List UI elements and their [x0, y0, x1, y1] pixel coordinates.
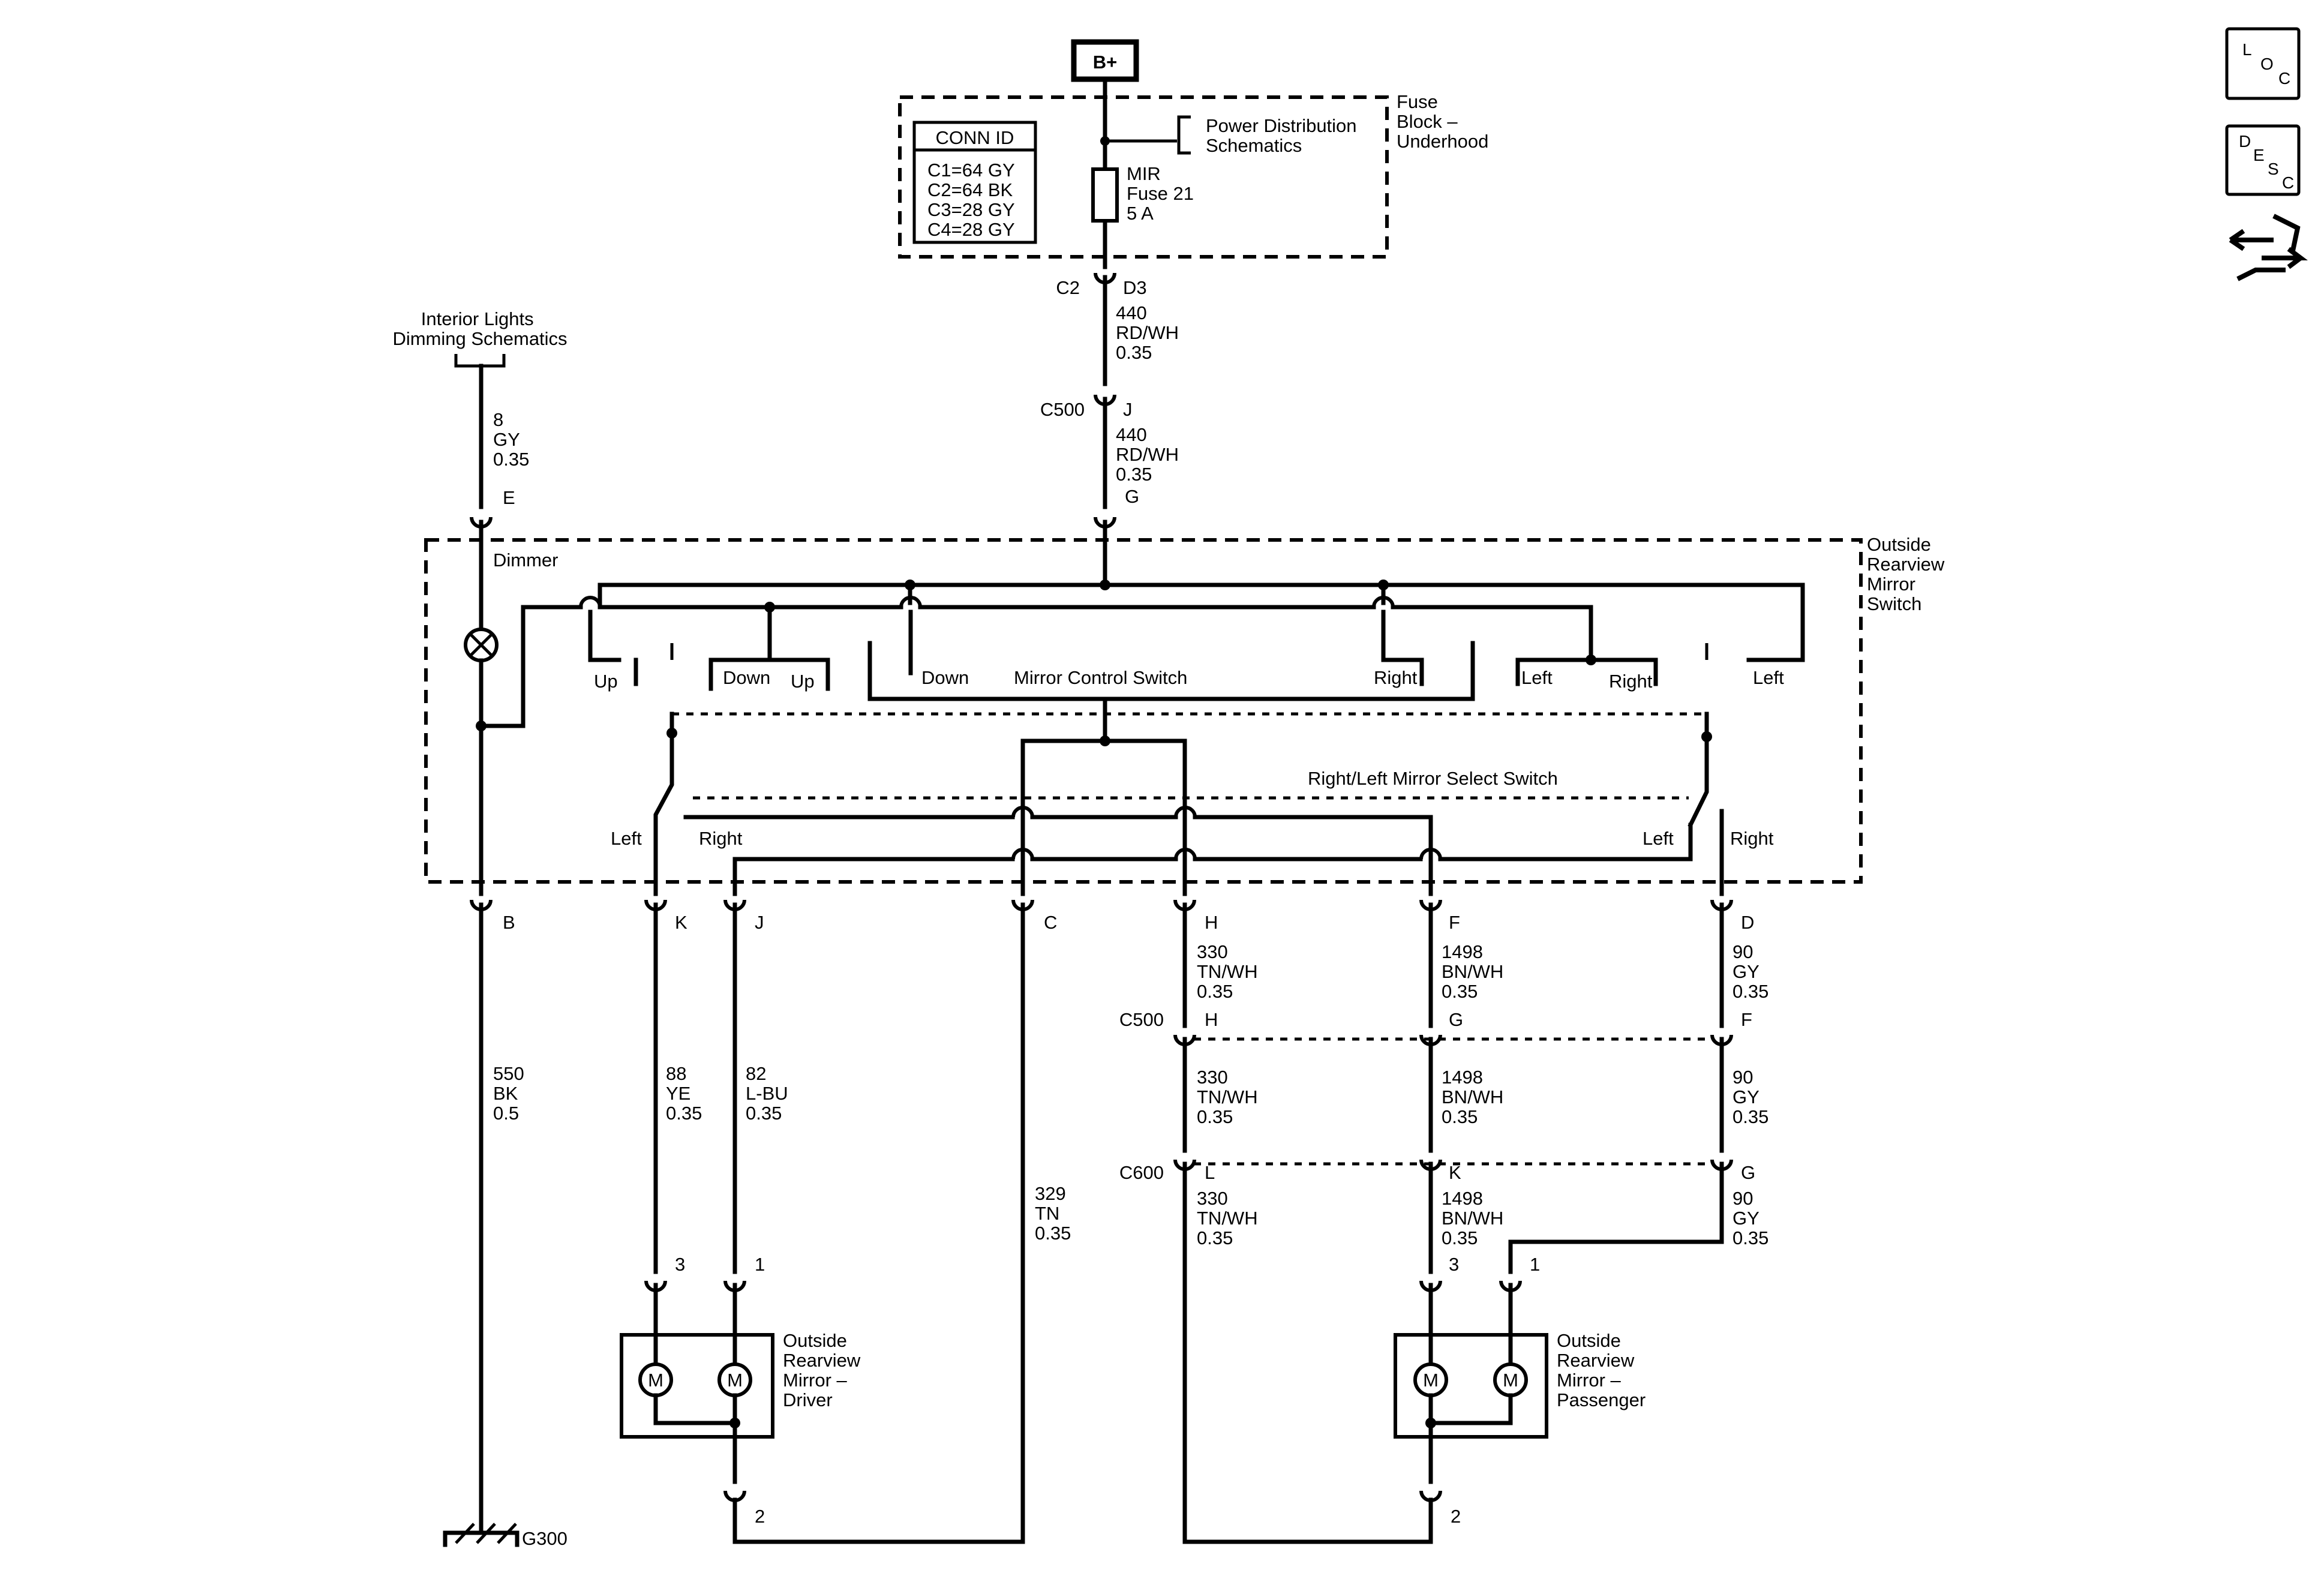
connector-g: G [1741, 1162, 1755, 1183]
switch-label-right: Right [1730, 828, 1774, 849]
switch-label-left: Left [1521, 667, 1553, 688]
connector-g: G [1449, 1009, 1463, 1030]
driver-mirror-title: Outside Rearview Mirror – Driver [783, 1330, 866, 1410]
switch-label-up: Up [791, 671, 815, 692]
svg-text:E: E [2253, 146, 2265, 164]
mirror-control-switch-label: Mirror Control Switch [1014, 667, 1187, 688]
wire-1498-label: 1498 BN/WH 0.35 [1442, 1067, 1509, 1127]
switch-label-right: Right [699, 828, 743, 849]
switch-label-left: Left [611, 828, 642, 849]
battery-symbol: B+ [1071, 39, 1139, 82]
switch-label-down: Down [723, 667, 770, 688]
connector-d3: D3 [1123, 277, 1147, 298]
connector-pin-1: 1 [755, 1254, 765, 1275]
connector-c2: C2 [1056, 277, 1080, 298]
wire-90-label: 90 GY 0.35 [1733, 1067, 1768, 1127]
driver-mirror: M M Outside Rearview Mirror – Driver [620, 1283, 866, 1439]
wire-1498-label: 1498 BN/WH 0.35 [1442, 1188, 1509, 1248]
passenger-mirror-title: Outside Rearview Mirror – Passenger [1557, 1330, 1646, 1410]
svg-text:M: M [727, 1370, 743, 1391]
svg-text:C: C [2278, 69, 2290, 88]
select-switch-label: Right/Left Mirror Select Switch [1308, 768, 1558, 789]
wire-550-label: 550 BK 0.5 [493, 1063, 529, 1124]
fuse-block: Fuse Block – Underhood CONN ID C1=64 GY … [898, 91, 1488, 259]
connector-k: K [675, 912, 687, 933]
connector-e: E [503, 487, 515, 508]
connector-d: D [1741, 912, 1754, 933]
mirror-switch: Outside Rearview Mirror Switch Dimmer [424, 520, 1950, 896]
desc-icon[interactable]: D E S C [2225, 124, 2301, 196]
switch-label-left: Left [1753, 667, 1784, 688]
wire-88-label: 88 YE 0.35 [666, 1063, 702, 1124]
switch-label-down: Down [921, 667, 969, 688]
battery-label: B+ [1093, 52, 1118, 73]
connector-h: H [1205, 912, 1218, 933]
power-distribution-ref: Power Distribution Schematics [1206, 115, 1362, 156]
connector-arrows-icon[interactable] [2229, 214, 2308, 281]
svg-text:L: L [2242, 40, 2252, 59]
conn-id-item: C2=64 BK [927, 179, 1013, 200]
connector-l: L [1205, 1162, 1215, 1183]
connector-h: H [1205, 1009, 1218, 1030]
loc-icon[interactable]: L O C [2225, 27, 2301, 100]
connector-c500: C500 [1040, 399, 1085, 420]
svg-text:M: M [1423, 1370, 1439, 1391]
mirror-switch-title: Outside Rearview Mirror Switch [1867, 534, 1950, 614]
wire-330-label: 330 TN/WH 0.35 [1197, 1188, 1263, 1248]
svg-text:S: S [2268, 160, 2279, 178]
conn-id-title: CONN ID [936, 127, 1014, 148]
svg-text:O: O [2260, 55, 2274, 73]
connector-j: J [755, 912, 764, 933]
switch-label-up: Up [594, 671, 618, 692]
wire-8-label: 8 GY 0.35 [493, 409, 529, 470]
dimmer-label: Dimmer [493, 550, 559, 571]
connector-f: F [1741, 1009, 1752, 1030]
wire-329-label: 329 TN 0.35 [1035, 1183, 1071, 1244]
svg-text:C: C [2282, 173, 2294, 192]
connector-pin-3: 3 [1449, 1254, 1459, 1275]
connector-c500: C500 [1119, 1009, 1164, 1030]
connector-c600: C600 [1119, 1162, 1164, 1183]
connector-k: K [1449, 1162, 1461, 1183]
wire-82-label: 82 L-BU 0.35 [746, 1063, 793, 1124]
conn-id-table: CONN ID C1=64 GY C2=64 BK C3=28 GY C4=28… [912, 121, 1037, 244]
ground-icon [443, 1523, 520, 1547]
ground-label: G300 [522, 1528, 568, 1549]
interior-lights-ref: Interior Lights Dimming Schematics [392, 308, 568, 368]
conn-id-item: C3=28 GY [927, 199, 1015, 220]
fuse-symbol [1091, 167, 1119, 223]
connector-pin-2: 2 [755, 1506, 765, 1527]
switch-label-right: Right [1374, 667, 1418, 688]
fuse-label: MIR Fuse 21 5 A [1127, 163, 1199, 224]
svg-text:Interior Lights Dimming: Interior Lights Dimming Schematics [392, 308, 567, 349]
conn-id-item: C1=64 GY [927, 160, 1015, 181]
svg-text:M: M [1503, 1370, 1518, 1391]
connector-g: G [1125, 486, 1139, 507]
wire-330-label: 330 TN/WH 0.35 [1197, 1067, 1263, 1127]
wire-440-label: 440 RD/WH 0.35 [1116, 302, 1184, 363]
fuse-block-title: Fuse Block – Underhood [1397, 91, 1488, 152]
passenger-mirror: M M Outside Rearview Mirror – Passenger [1394, 1283, 1646, 1439]
svg-text:M: M [648, 1370, 663, 1391]
conn-id-item: C4=28 GY [927, 219, 1015, 240]
switch-label-right: Right [1609, 671, 1653, 692]
svg-text:D: D [2239, 132, 2251, 151]
connector-b: B [503, 912, 515, 933]
connector-j: J [1123, 399, 1133, 420]
wire-90-label: 90 GY 0.35 [1733, 941, 1768, 1002]
wire-330-label: 330 TN/WH 0.35 [1197, 941, 1263, 1002]
switch-label-left: Left [1643, 828, 1674, 849]
connector-pin-1: 1 [1530, 1254, 1540, 1275]
connector-pin-3: 3 [675, 1254, 685, 1275]
connector-pin-2: 2 [1451, 1506, 1461, 1527]
wire-1498-label: 1498 BN/WH 0.35 [1442, 941, 1509, 1002]
wire-440-label: 440 RD/WH 0.35 [1116, 424, 1184, 485]
connector-f: F [1449, 912, 1460, 933]
wire-90-label: 90 GY 0.35 [1733, 1188, 1768, 1248]
connector-c: C [1044, 912, 1057, 933]
